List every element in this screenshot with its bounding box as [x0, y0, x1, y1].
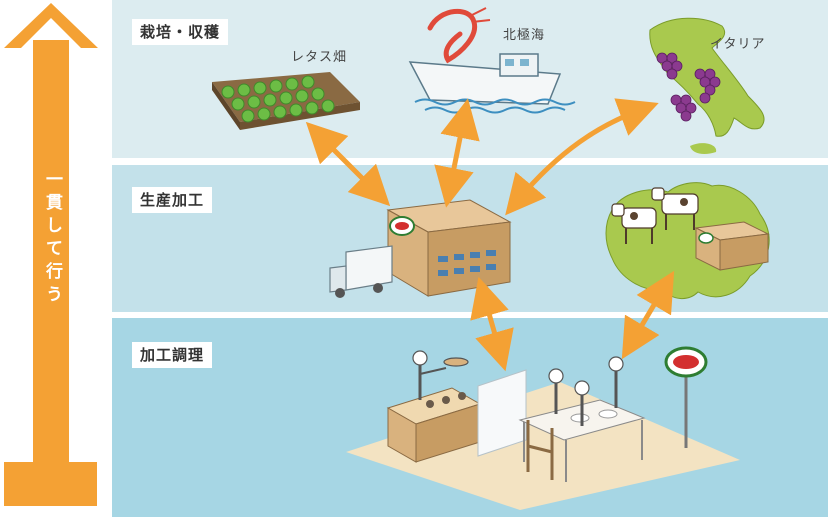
australia-factory-illustration — [694, 221, 770, 271]
kitchen-counter-illustration — [386, 387, 482, 463]
section-label-cultivation: 栽培・収穫 — [132, 19, 229, 45]
grapes-illustration — [656, 52, 721, 122]
place-label-lettuce-field: レタス畑 — [291, 50, 348, 65]
factory-illustration — [386, 199, 512, 297]
section-label-production: 生産加工 — [132, 187, 213, 213]
flow-arrows — [305, 98, 675, 372]
place-label-italy: イタリア — [710, 37, 766, 52]
fishing-boat-illustration — [408, 53, 576, 114]
chair-illustration — [526, 420, 554, 480]
salvatore-sign-illustration — [664, 346, 708, 448]
people-illustration — [412, 350, 624, 426]
lettuce-field-illustration — [212, 72, 360, 130]
vertical-arrow-label: 一貫して行う — [42, 170, 62, 308]
truck-illustration — [329, 245, 393, 298]
shrimp-illustration — [427, 7, 491, 64]
vertical-arrow — [4, 3, 98, 506]
partition-panel-illustration — [477, 369, 527, 457]
place-label-north-sea: 北極海 — [503, 28, 546, 43]
section-label-cooking: 加工調理 — [132, 342, 213, 368]
restaurant-floor-illustration — [346, 382, 740, 510]
